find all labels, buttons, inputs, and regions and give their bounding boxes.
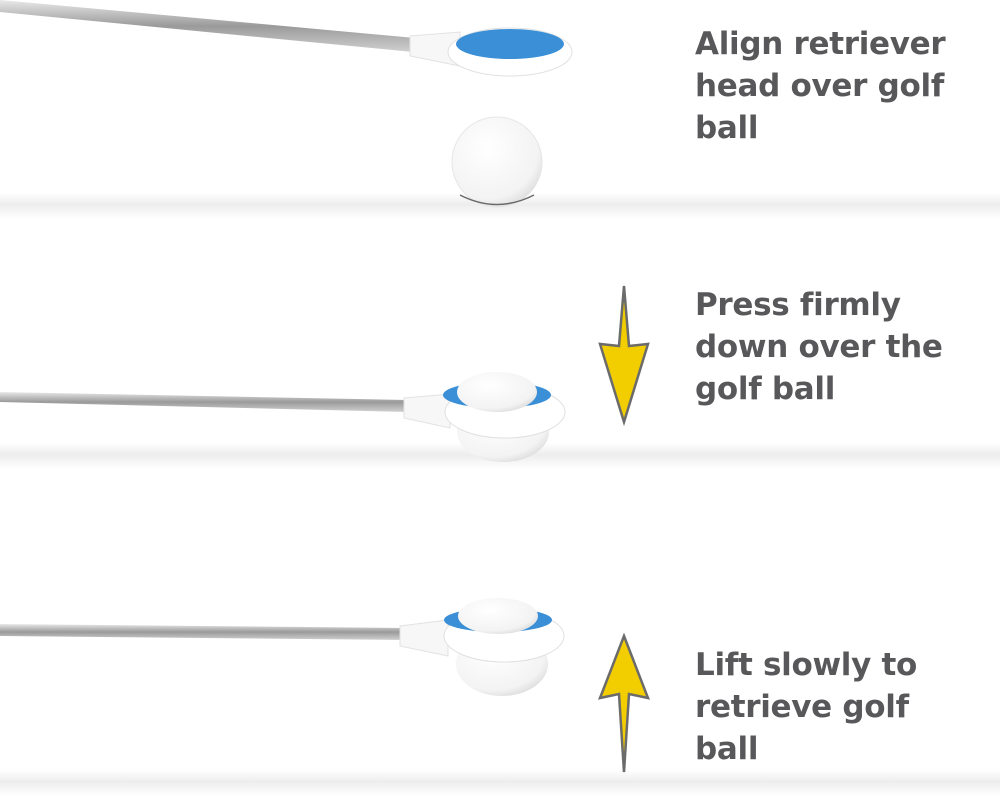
retriever-pressing-ball-illustration <box>0 372 566 462</box>
instruction-line: head over golf <box>695 68 945 104</box>
instruction-line: Press firmly <box>695 287 901 323</box>
retriever-head <box>409 27 573 77</box>
retriever-head <box>403 372 566 462</box>
up-arrow-icon <box>598 632 650 773</box>
golf-ball <box>451 116 543 208</box>
retriever-shaft <box>0 0 415 52</box>
golf-ball <box>458 598 538 634</box>
retriever-shaft <box>0 624 402 640</box>
instruction-line: retrieve golf <box>695 689 909 725</box>
golf-ball <box>457 372 537 412</box>
down-arrow-icon <box>598 285 650 427</box>
instruction-line: ball <box>695 110 759 146</box>
retriever-shaft <box>0 392 408 412</box>
instruction-line: golf ball <box>695 371 836 407</box>
step-3-instruction: Lift slowly to retrieve golf ball <box>695 644 995 770</box>
retriever-lifting-ball-illustration <box>0 598 565 696</box>
instruction-line: Lift slowly to <box>695 647 918 683</box>
floor-shadow-3 <box>0 770 1000 796</box>
instruction-line: down over the <box>695 329 943 365</box>
step-1-instruction: Align retriever head over golf ball <box>695 23 995 149</box>
step-2-instruction: Press firmly down over the golf ball <box>695 284 995 410</box>
retriever-above-ball-illustration <box>0 0 573 208</box>
instruction-line: Align retriever <box>695 26 946 62</box>
retriever-head <box>399 598 565 696</box>
instruction-line: ball <box>695 731 759 767</box>
